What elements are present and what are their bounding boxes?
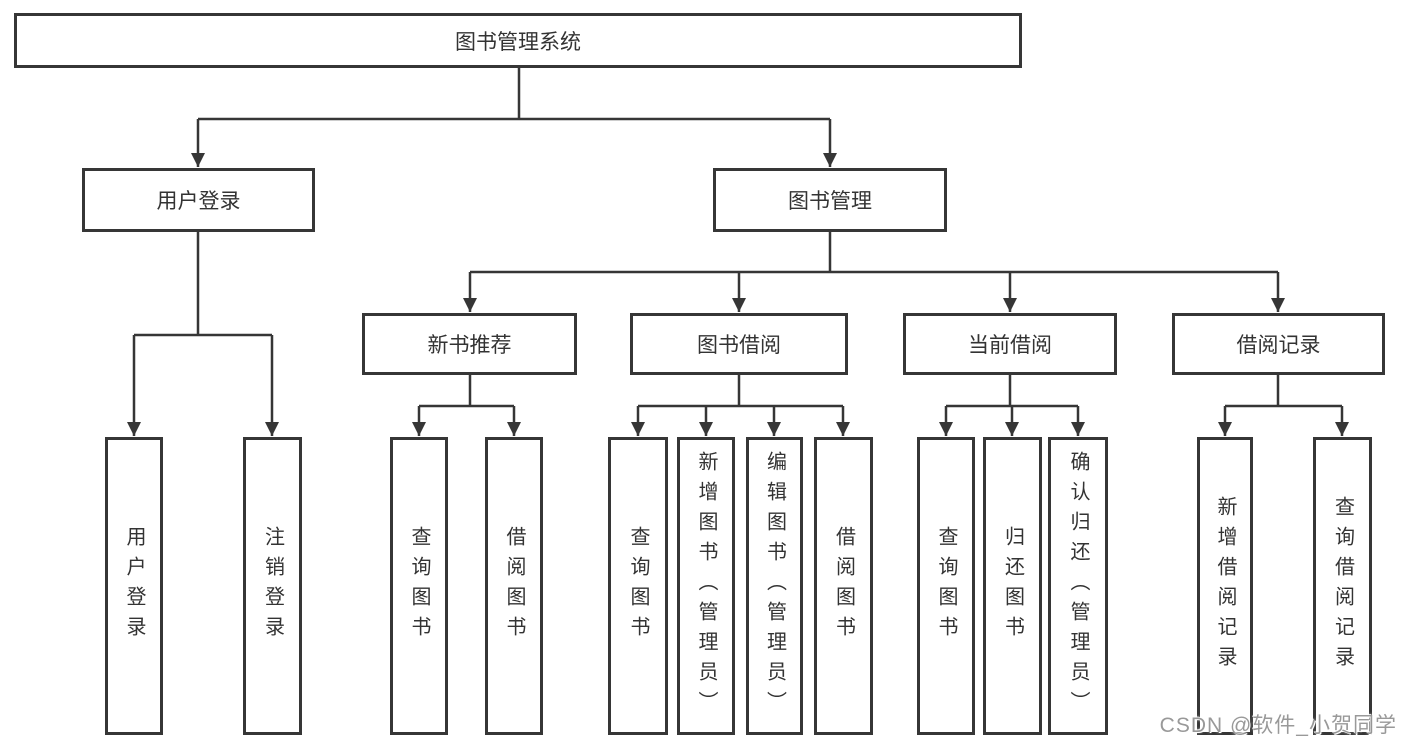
leaf-edit-book-admin: 编辑图书（管理员） (746, 437, 803, 735)
leaf-label: 新增借阅记录 (1214, 496, 1236, 676)
node-root-system: 图书管理系统 (14, 13, 1022, 68)
leaf-label: 用户登录 (123, 526, 145, 646)
node-book-borrow: 图书借阅 (630, 313, 848, 375)
node-book-management: 图书管理 (713, 168, 947, 232)
leaf-logout: 注销登录 (243, 437, 302, 735)
wire-currentborrow-branch (946, 373, 1078, 408)
leaf-confirm-return-admin: 确认归还（管理员） (1048, 437, 1108, 735)
wire-borrowrecord-branch (1225, 373, 1342, 408)
leaf-label: 归还图书 (1001, 526, 1024, 646)
leaf-label: 查询图书 (627, 526, 649, 646)
node-borrow-records: 借阅记录 (1172, 313, 1385, 375)
leaf-label: 借阅图书 (832, 526, 855, 646)
node-user-login: 用户登录 (82, 168, 315, 232)
leaf-borrow-books-recommend: 借阅图书 (485, 437, 543, 735)
leaf-query-borrow-record: 查询借阅记录 (1313, 437, 1372, 735)
leaf-query-books-borrow: 查询图书 (608, 437, 668, 735)
wire-bookmgmt-to-level3 (470, 230, 1278, 274)
node-new-book-recommend: 新书推荐 (362, 313, 577, 375)
wire-newbook-branch (419, 373, 514, 408)
leaf-borrow-books: 借阅图书 (814, 437, 873, 735)
leaf-add-borrow-record: 新增借阅记录 (1197, 437, 1253, 735)
leaf-label: 确认归还（管理员） (1067, 451, 1089, 721)
leaf-label: 注销登录 (261, 526, 284, 646)
leaf-return-book: 归还图书 (983, 437, 1042, 735)
wire-userlogin-branch (134, 230, 272, 337)
leaf-add-book-admin: 新增图书（管理员） (677, 437, 735, 735)
csdn-watermark: CSDN @软件_小贺同学 (1159, 714, 1397, 737)
node-current-borrow: 当前借阅 (903, 313, 1117, 375)
leaf-user-login: 用户登录 (105, 437, 163, 735)
wire-bookborrow-branch (638, 373, 843, 408)
wire-root-to-level2 (198, 66, 830, 121)
leaf-label: 编辑图书（管理员） (763, 451, 786, 721)
leaf-query-books-recommend: 查询图书 (390, 437, 448, 735)
leaf-label: 新增图书（管理员） (695, 451, 717, 721)
leaf-label: 查询借阅记录 (1331, 496, 1354, 676)
leaf-label: 查询图书 (408, 526, 430, 646)
leaf-label: 借阅图书 (503, 526, 525, 646)
leaf-label: 查询图书 (935, 526, 957, 646)
leaf-query-books-current: 查询图书 (917, 437, 975, 735)
connector-arrows (127, 119, 1349, 436)
